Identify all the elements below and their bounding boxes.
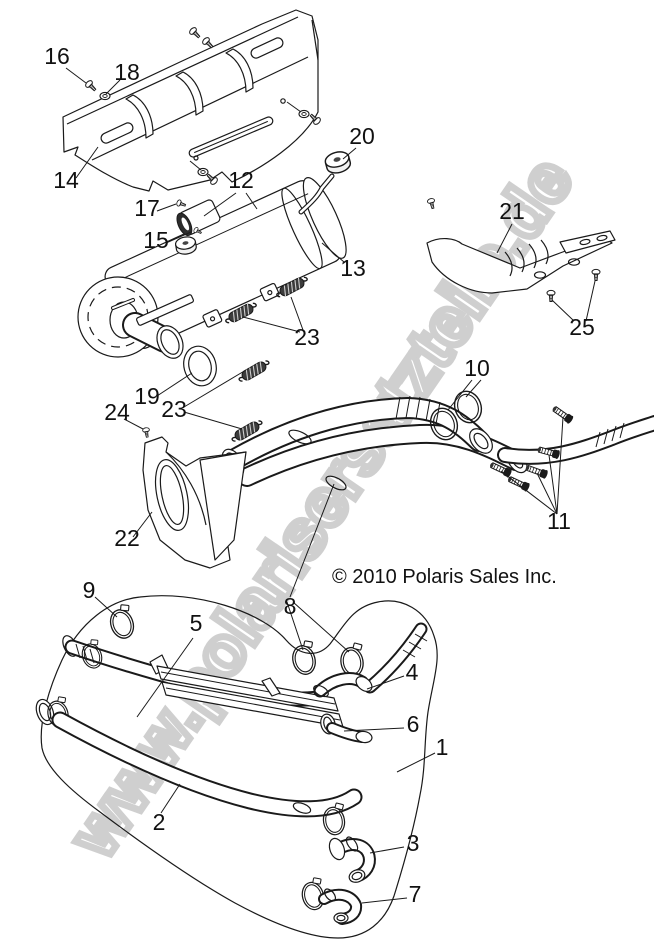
shield-bracket-22: [142, 436, 247, 569]
callout-12: 12: [228, 167, 254, 193]
callout-10: 10: [464, 355, 490, 381]
header-pipe-assembly: [221, 395, 654, 491]
callout-17: 17: [134, 195, 160, 221]
callout-6: 6: [407, 711, 420, 737]
bracket-screw-icon: [426, 197, 437, 210]
silencer-assembly-1: [35, 595, 438, 939]
muffler-13: [77, 173, 347, 359]
shield-washer-icon: [197, 167, 209, 177]
screw-25: [546, 289, 556, 302]
callout-5: 5: [190, 610, 203, 636]
callout-20: 20: [349, 123, 375, 149]
callout-23: 23: [294, 324, 320, 350]
copyright-text: © 2010 Polaris Sales Inc.: [332, 566, 557, 588]
callout-labels: 16 18 14 17 12 15 20 13 21 25 23 19 23 2…: [44, 43, 595, 907]
clamp-9: [104, 601, 140, 643]
callout-1: 1: [436, 734, 449, 760]
callout-3: 3: [407, 830, 420, 856]
bracket-21: [426, 197, 616, 294]
leader-lines: [65, 67, 596, 904]
callout-22: 22: [114, 525, 140, 551]
heat-shield-14: [62, 9, 323, 192]
callout-2: 2: [153, 809, 166, 835]
callout-23b: 23: [161, 396, 187, 422]
clamp-8: [287, 638, 321, 678]
callout-8: 8: [284, 593, 297, 619]
spring-23: [235, 357, 273, 385]
callout-16: 16: [44, 43, 70, 69]
callout-25: 25: [569, 314, 595, 340]
callout-18: 18: [114, 59, 140, 85]
callout-21: 21: [499, 198, 525, 224]
gasket-19: [183, 345, 217, 387]
screw-16: [83, 78, 99, 94]
muffler-tip-12: [175, 198, 221, 237]
screw-25: [591, 268, 601, 281]
callout-24: 24: [104, 399, 130, 425]
bolt-24: [141, 426, 152, 439]
washer-18: [99, 91, 111, 101]
callout-4: 4: [406, 659, 419, 685]
shield-screw-icon: [187, 25, 203, 41]
callout-11: 11: [547, 508, 571, 534]
callout-13: 13: [340, 255, 366, 281]
grommet-20: [322, 148, 353, 177]
callout-9: 9: [83, 577, 96, 603]
screw-17: [175, 198, 187, 209]
callout-15: 15: [143, 227, 169, 253]
callout-14: 14: [53, 167, 79, 193]
callout-19: 19: [134, 383, 160, 409]
callout-7: 7: [409, 881, 422, 907]
